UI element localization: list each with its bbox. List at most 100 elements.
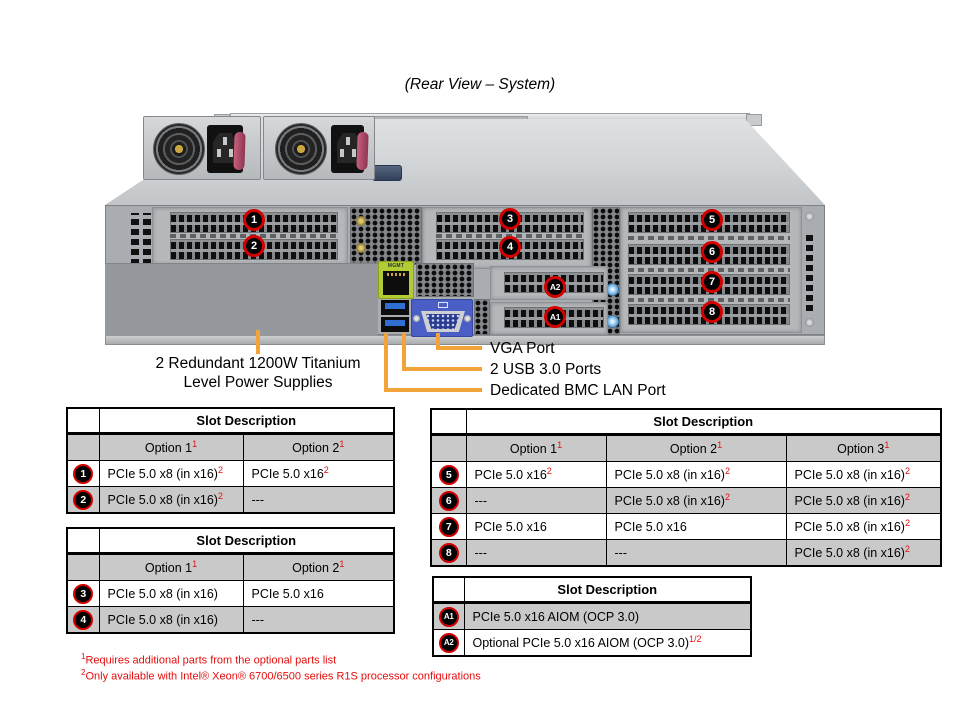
option-header: Option 11 bbox=[98, 433, 244, 461]
io-vent bbox=[416, 263, 474, 297]
slot-number-cell: 4 bbox=[66, 606, 100, 634]
power-supply-1 bbox=[143, 116, 261, 180]
monitor-icon bbox=[438, 302, 448, 308]
slot-number-cell: A1 bbox=[432, 602, 465, 630]
slot-badge-7: 7 bbox=[701, 271, 723, 293]
corner-cell bbox=[430, 434, 467, 462]
option-header: Option 31 bbox=[785, 434, 942, 462]
slot-description-cell: PCIe 5.0 x8 (in x16)2 bbox=[785, 487, 942, 514]
slot-badge: 4 bbox=[73, 609, 94, 630]
vga-pin-face bbox=[426, 314, 460, 329]
footnote-1: 1Requires additional parts from the opti… bbox=[81, 652, 336, 667]
slot-divider bbox=[628, 298, 790, 302]
psu-bay bbox=[105, 263, 378, 336]
slot-badge-6: 6 bbox=[701, 241, 723, 263]
callout-line-usb bbox=[402, 333, 406, 371]
psu-label: 2 Redundant 1200W Titanium Level Power S… bbox=[130, 354, 386, 392]
vga-port bbox=[411, 299, 473, 337]
footnote-text: Only available with Intel® Xeon® 6700/65… bbox=[85, 670, 481, 683]
usb3-port-1 bbox=[381, 300, 409, 315]
slot-badge: 6 bbox=[438, 490, 459, 511]
inlet-pin bbox=[340, 149, 344, 157]
option-header: Option 21 bbox=[605, 434, 787, 462]
slot-badge-a2: A2 bbox=[544, 276, 566, 298]
chassis-lock-badge bbox=[372, 165, 402, 181]
vga-connector-icon bbox=[421, 311, 465, 332]
slot-number-cell: 5 bbox=[430, 461, 467, 488]
option-header: Option 21 bbox=[242, 553, 395, 581]
callout-line-vga bbox=[436, 333, 440, 350]
rj45-pins bbox=[387, 273, 405, 276]
slot-number-cell: 2 bbox=[66, 486, 100, 514]
inlet-pin bbox=[223, 137, 227, 145]
slot-badge-2: 2 bbox=[243, 235, 265, 257]
callout-line-bmc bbox=[384, 388, 482, 392]
vent-column-icon bbox=[806, 231, 813, 311]
slot-description-cell: PCIe 5.0 x16 bbox=[605, 513, 787, 540]
slot-description-cell: PCIe 5.0 x8 (in x16)2 bbox=[785, 539, 942, 567]
footnote-text: Requires additional parts from the optio… bbox=[85, 654, 337, 667]
footnote-sup: 1 bbox=[81, 652, 86, 661]
figure-title: (Rear View – System) bbox=[404, 76, 556, 93]
psu-fan-icon bbox=[275, 123, 327, 175]
mgmt-port-label: MGMT bbox=[387, 263, 405, 269]
callout-line-psu bbox=[256, 330, 260, 354]
screw-icon bbox=[356, 216, 366, 226]
inlet-pin bbox=[346, 137, 350, 145]
slot-badge-a1: A1 bbox=[544, 306, 566, 328]
slot-description-cell: --- bbox=[242, 606, 395, 634]
slot-badge: 1 bbox=[73, 463, 94, 484]
slot-description-cell: PCIe 5.0 x8 (in x16)2 bbox=[785, 461, 942, 488]
usb-ports-label: 2 USB 3.0 Ports bbox=[490, 361, 602, 378]
power-supply-2 bbox=[263, 116, 375, 180]
corner-cell bbox=[66, 553, 100, 581]
slot-badge: A1 bbox=[438, 606, 459, 627]
psu-label-line1: 2 Redundant 1200W Titanium bbox=[155, 355, 361, 372]
slot-badge: 7 bbox=[438, 516, 459, 537]
slot-description-cell: PCIe 5.0 x8 (in x16)2 bbox=[785, 513, 942, 540]
server-rear-illustration: MGMT bbox=[100, 113, 860, 345]
slot-number-cell: 6 bbox=[430, 487, 467, 514]
slot-badge: 3 bbox=[73, 583, 94, 604]
option-header: Option 11 bbox=[465, 434, 607, 462]
slot-number-cell: 7 bbox=[430, 513, 467, 540]
corner-cell bbox=[432, 576, 465, 604]
slot-badge: 5 bbox=[438, 464, 459, 485]
slot-badge-3: 3 bbox=[499, 208, 521, 230]
slot-number-cell: 1 bbox=[66, 460, 100, 487]
slot-description-cell: --- bbox=[605, 539, 787, 567]
footnote-2: 2Only available with Intel® Xeon® 6700/6… bbox=[81, 668, 481, 683]
vga-port-label: VGA Port bbox=[490, 340, 555, 357]
slot-description-header: Slot Description bbox=[463, 576, 752, 604]
slot-badge-5: 5 bbox=[701, 209, 723, 231]
slot-description-cell: PCIe 5.0 x16 AIOM (OCP 3.0) bbox=[463, 602, 752, 630]
slot-badge-8: 8 bbox=[701, 301, 723, 323]
slot-description-header: Slot Description bbox=[98, 527, 395, 555]
callout-line-usb bbox=[402, 367, 482, 371]
slot-description-cell: PCIe 5.0 x162 bbox=[242, 460, 395, 487]
slot-description-cell: --- bbox=[242, 486, 395, 514]
option-header: Option 21 bbox=[242, 433, 395, 461]
screw-icon bbox=[805, 318, 814, 327]
usb-tongue bbox=[385, 320, 405, 326]
screw-icon bbox=[464, 315, 471, 322]
table-row: 8------PCIe 5.0 x8 (in x16)2 bbox=[430, 539, 942, 567]
psu-fan-icon bbox=[153, 123, 205, 175]
chassis-ear-right bbox=[746, 114, 762, 126]
slot-description-cell: PCIe 5.0 x162 bbox=[465, 461, 607, 488]
corner-cell bbox=[430, 408, 467, 436]
slot-description-cell: PCIe 5.0 x8 (in x16)2 bbox=[98, 486, 244, 514]
bmc-lan-label: Dedicated BMC LAN Port bbox=[490, 382, 666, 399]
slot-description-cell: PCIe 5.0 x8 (in x16)2 bbox=[605, 461, 787, 488]
